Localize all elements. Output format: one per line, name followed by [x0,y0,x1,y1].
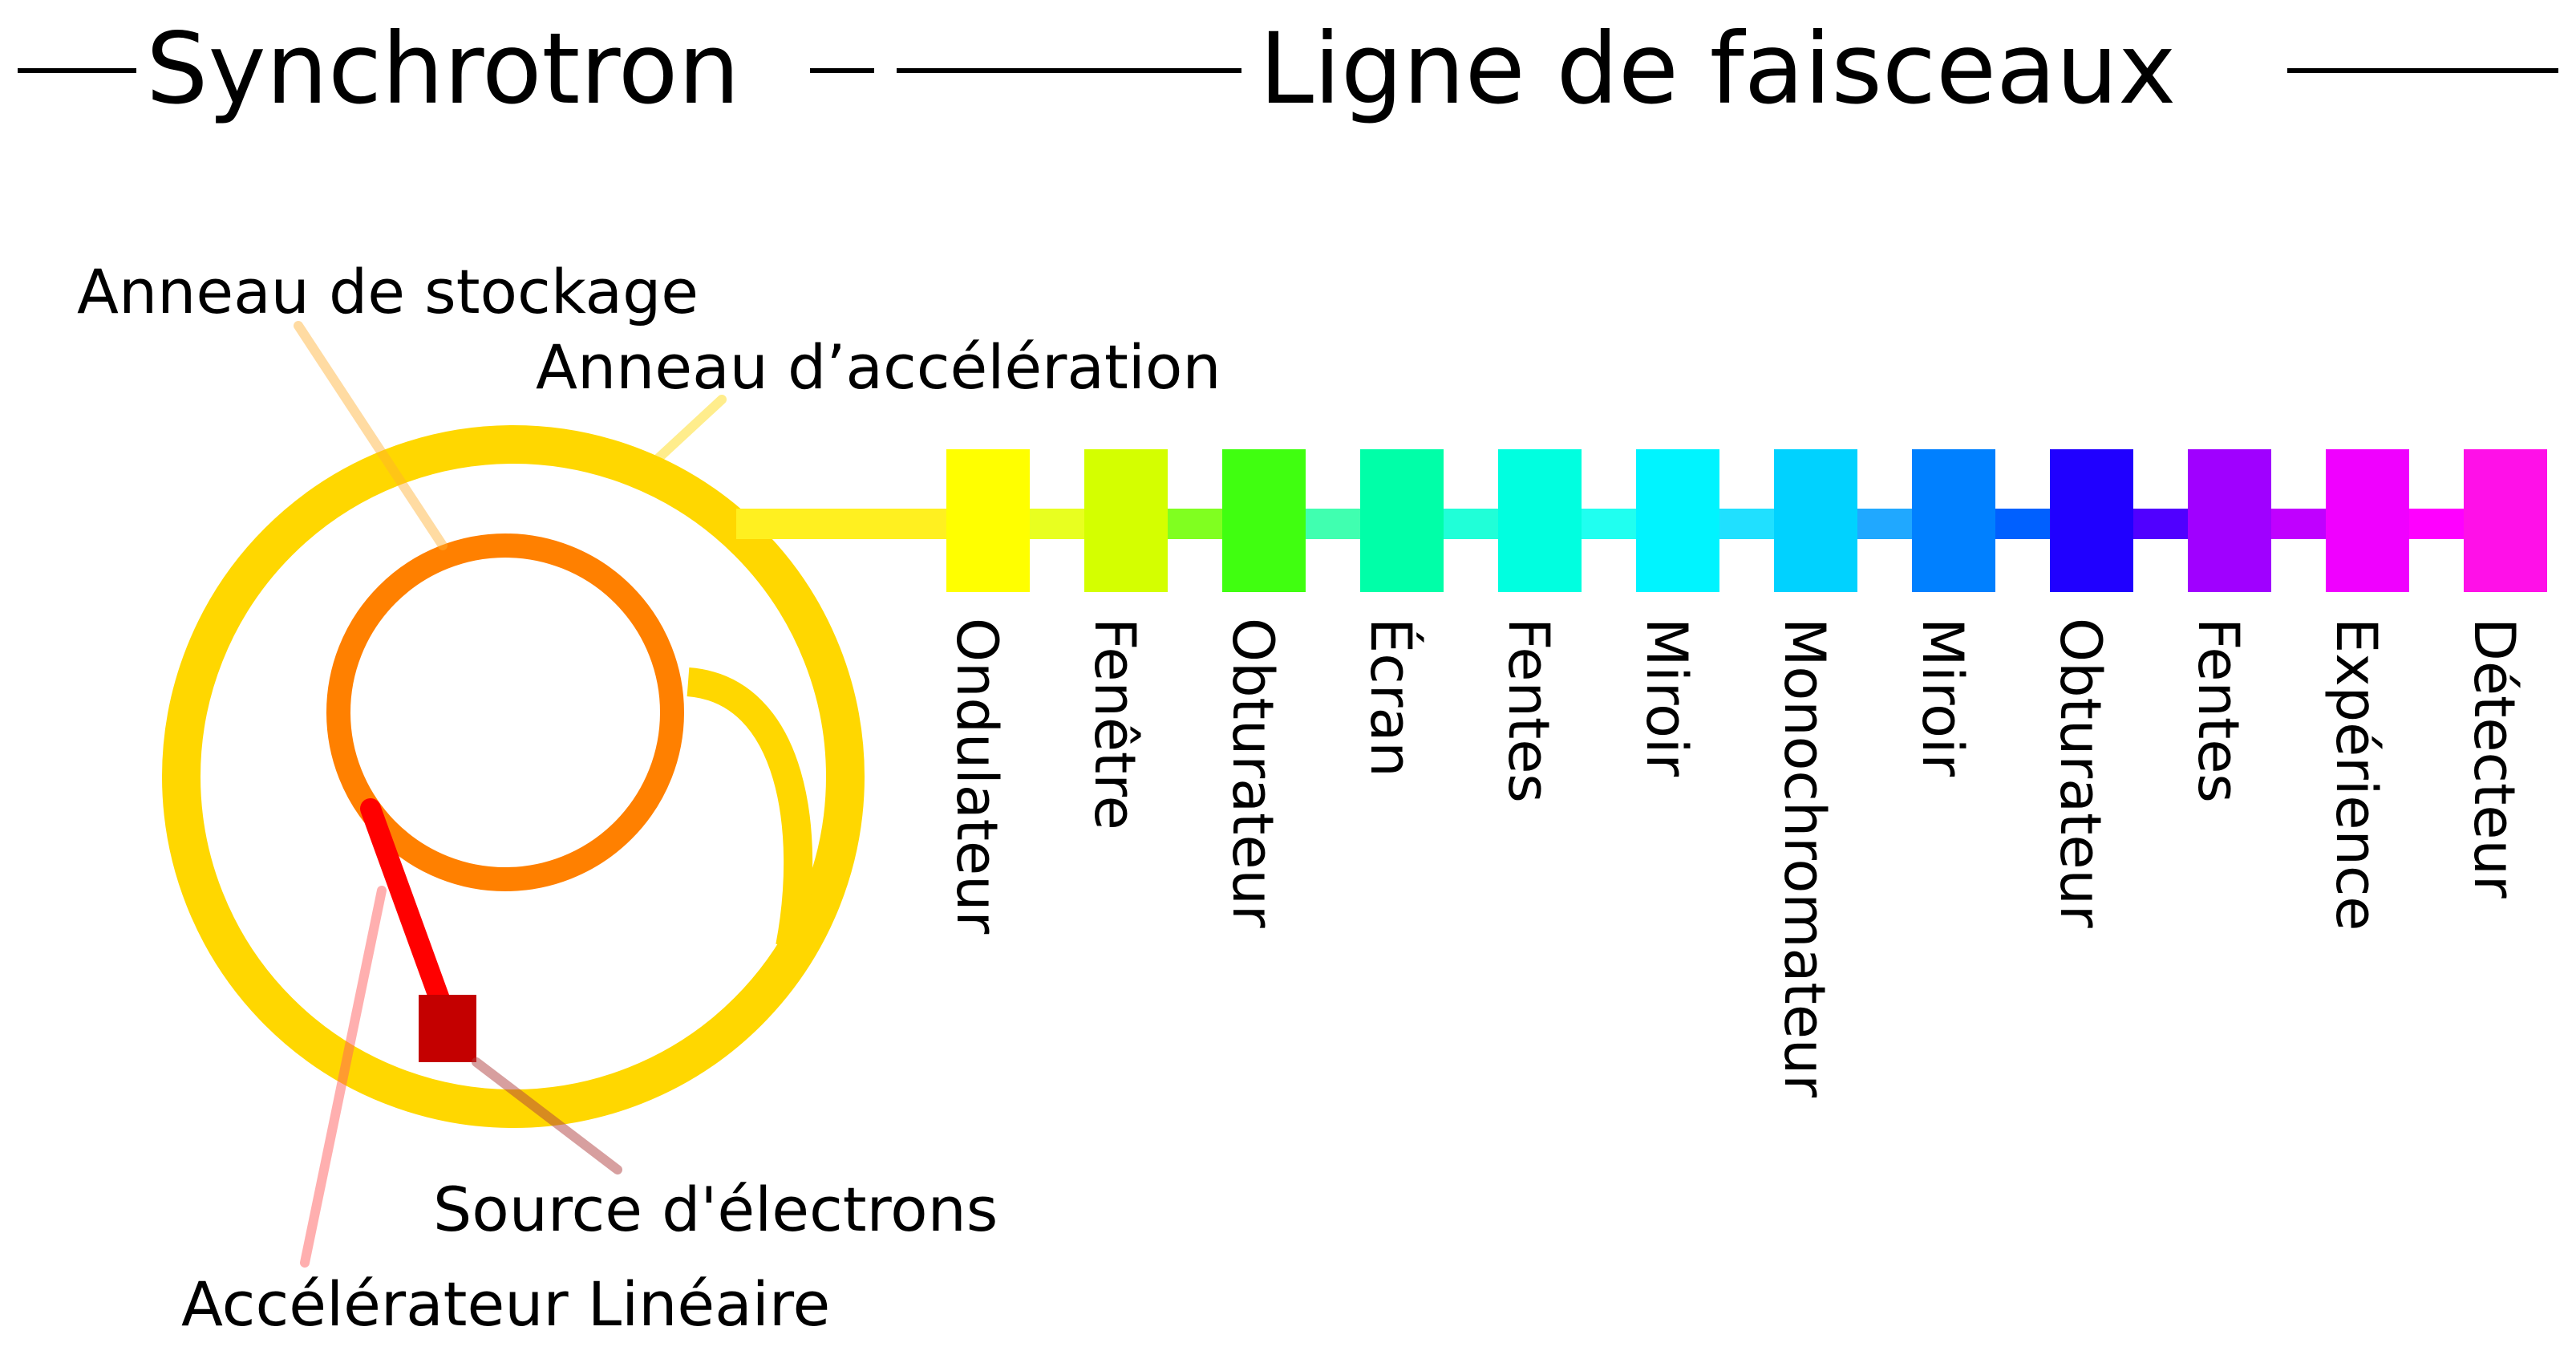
beamline-component-label: Monochromateur [1772,618,1837,1097]
beamline-component-label: Miroir [1634,618,1699,777]
beamline-component-box [2464,449,2547,592]
beamline-component-box [1084,449,1168,592]
beamline-component-label: Fentes [1496,618,1561,803]
beamline-component-box [1774,449,1857,592]
synchrotron-leaders [294,321,727,1268]
beamline: Ondulateur Fenêtre Obturateur Écran Fentes Mi… [944,449,2547,1097]
beamline-connector [1856,509,1914,539]
heading-beamline: Ligne de faisceaux [1259,12,2176,126]
injection-line [736,509,946,539]
beamline-component-box [1636,449,1719,592]
beamline-component-label: Miroir [1910,618,1975,777]
storage-ring-label: Anneau de stockage [77,256,699,327]
storage-ring [326,533,684,891]
beamline-component-label: Fenêtre [1082,618,1148,830]
heading-bar: Synchrotron Ligne de faisceaux [18,12,2558,126]
beamline-component-box [2188,449,2271,592]
beamline-connector [1442,509,1500,539]
beamline-connector [2270,509,2327,539]
beamline-component-box [2050,449,2133,592]
electron-source-leader [472,1057,622,1174]
electron-source-label: Source d'électrons [433,1174,998,1245]
beamline-connector [1304,509,1362,539]
beamline-component-box [1222,449,1306,592]
beamline-component-label: Obturateur [2047,618,2113,928]
beamline-component-box [1360,449,1444,592]
beamline-component-label: Expérience [2323,618,2389,931]
beamline-component-box [946,449,1030,592]
beamline-connector [1580,509,1638,539]
electron-source [419,995,476,1062]
linear-accelerator-label: Accélérateur Linéaire [181,1268,830,1340]
beamline-connector [2132,509,2189,539]
storage-ring-leader [294,321,448,550]
beamline-component-label: Détecteur [2461,618,2527,899]
beamline-component-label: Ondulateur [944,618,1010,934]
beamline-connector [2408,509,2465,539]
beamline-component-label: Fentes [2185,618,2251,803]
heading-synchrotron: Synchrotron [146,12,740,126]
beamline-connector [1028,509,1086,539]
beamline-connector [1994,509,2051,539]
linear-accelerator [360,798,453,1018]
booster-spiral-arc [686,667,813,950]
beamline-component-label: Obturateur [1220,618,1286,928]
beamline-component-box [2326,449,2409,592]
synchrotron-labels: Anneau de stockage Anneau d’accélération… [77,256,1221,1340]
booster-ring-label: Anneau d’accélération [536,331,1221,403]
beamline-component-label: Écran [1358,618,1424,777]
beamline-connector [1166,509,1224,539]
beamline-component-box [1912,449,1995,592]
booster-ring-leader [653,395,727,464]
beamline-connector [1718,509,1776,539]
linac-leader [300,886,387,1268]
synchrotron [162,425,946,1128]
beamline-component-box [1498,449,1582,592]
booster-ring [162,425,865,1128]
